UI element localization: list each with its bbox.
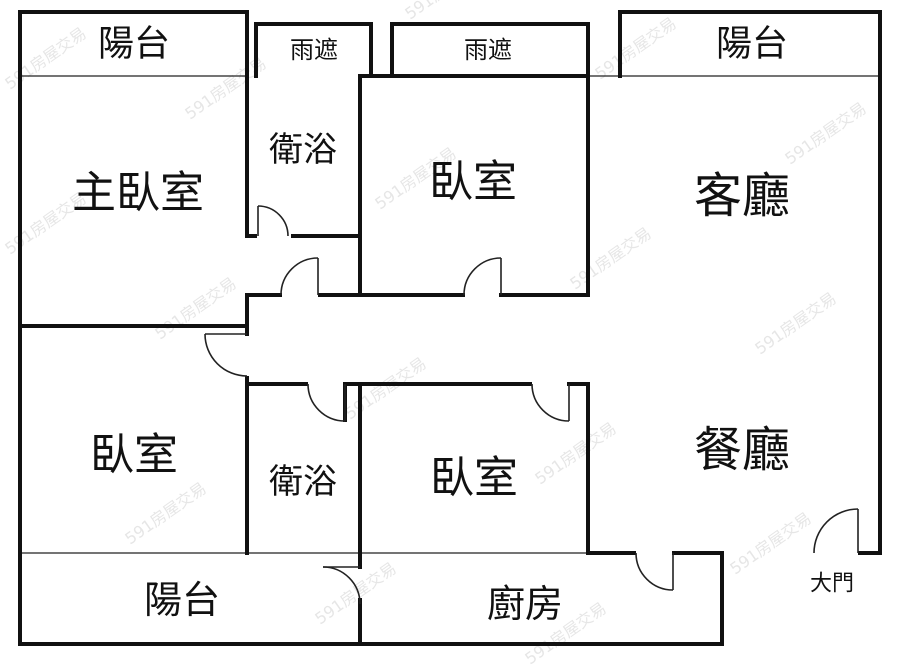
- door-bedroom-lower-mid: [531, 383, 570, 422]
- watermark: 591房屋交易: [531, 418, 619, 488]
- watermark: 591房屋交易: [726, 508, 814, 578]
- label-bath-upper: 衛浴: [269, 130, 337, 170]
- label-living-room: 客廳: [694, 168, 790, 224]
- label-balcony-top-right: 陽台: [716, 24, 788, 65]
- watermark: 591房屋交易: [121, 478, 209, 548]
- label-bedroom-upper: 臥室: [429, 157, 517, 208]
- label-balcony-top-left: 陽台: [98, 24, 170, 65]
- room-labels: 陽台 雨遮 雨遮 陽台 主臥室 衛浴 臥室 客廳 臥室 衛浴 臥室 餐廳 陽台 …: [72, 24, 854, 627]
- watermark: 591房屋交易: [781, 98, 869, 168]
- door-balcony-bottom: [322, 566, 361, 605]
- door-kitchen: [635, 552, 674, 591]
- door-bath-upper: [257, 205, 289, 237]
- watermark: 591房屋交易: [1, 23, 89, 93]
- label-bedroom-lower-mid: 臥室: [430, 453, 518, 504]
- watermark: 591房屋交易: [311, 558, 399, 628]
- watermark: 591房屋交易: [151, 273, 239, 343]
- door-bedroom-upper: [463, 257, 502, 296]
- label-entrance: 大門: [810, 572, 854, 597]
- label-bedroom-lower-left: 臥室: [90, 430, 178, 481]
- door-hall-upper-left: [280, 257, 319, 296]
- label-master-bedroom: 主臥室: [72, 168, 204, 219]
- watermark: 591房屋交易: [341, 353, 429, 423]
- watermark: 591房屋交易: [566, 223, 654, 293]
- watermarks: 591房屋交易 591房屋交易 591房屋交易 591房屋交易 591房屋交易 …: [1, 0, 869, 668]
- walls: [18, 10, 882, 646]
- watermark: 591房屋交易: [751, 288, 839, 358]
- watermark: 591房屋交易: [401, 0, 489, 23]
- door-bedroom-lower-left: [204, 333, 248, 377]
- door-bath-lower: [307, 383, 346, 422]
- label-dining-room: 餐廳: [694, 422, 790, 478]
- label-canopy-left: 雨遮: [290, 36, 338, 64]
- label-kitchen: 廚房: [487, 582, 563, 626]
- door-entrance: [813, 508, 859, 554]
- doors: [204, 205, 859, 605]
- label-bath-lower: 衛浴: [269, 462, 337, 502]
- label-balcony-bottom: 陽台: [144, 578, 220, 622]
- label-canopy-right: 雨遮: [464, 36, 512, 64]
- watermark: 591房屋交易: [591, 13, 679, 83]
